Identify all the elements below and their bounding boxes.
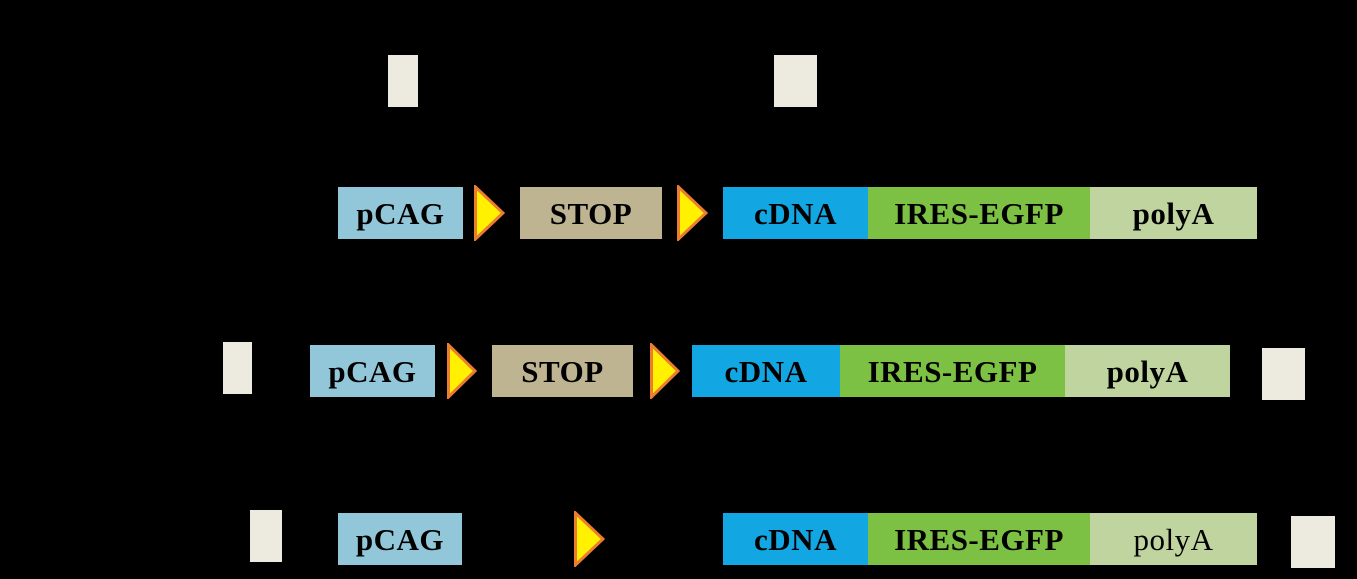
loxp-triangle-icon	[447, 343, 477, 399]
pcag-label: pCAG	[355, 521, 445, 557]
ires-egfp-box: IRES-EGFP	[840, 345, 1065, 397]
blank-marker-box	[388, 55, 418, 107]
stop-box: STOP	[520, 187, 662, 239]
blank-marker-box	[1291, 516, 1335, 568]
cdna-box: cDNA	[723, 513, 868, 565]
cdna-label: cDNA	[754, 521, 837, 557]
cdna-label: cDNA	[724, 353, 808, 389]
cdna-box: cDNA	[692, 345, 840, 397]
polya-box: polyA	[1090, 187, 1257, 239]
blank-marker-box	[774, 55, 817, 107]
cdna-box: cDNA	[723, 187, 868, 239]
loxp-triangle-icon	[474, 185, 505, 241]
ires-egfp-label: IRES-EGFP	[894, 195, 1064, 231]
polya-box: polyA	[1065, 345, 1230, 397]
loxp-triangle-icon	[677, 185, 708, 241]
polya-label: polyA	[1132, 195, 1215, 231]
blank-marker-box	[1262, 348, 1305, 400]
pcag-label: pCAG	[328, 353, 417, 389]
loxp-triangle-icon	[574, 511, 605, 567]
ires-egfp-label: IRES-EGFP	[894, 521, 1064, 557]
polya-label: polyA	[1106, 353, 1189, 389]
ires-egfp-box: IRES-EGFP	[868, 513, 1090, 565]
stop-box: STOP	[492, 345, 633, 397]
pcag-box: pCAG	[338, 187, 463, 239]
pcag-label: pCAG	[356, 195, 445, 231]
ires-egfp-label: IRES-EGFP	[867, 353, 1038, 389]
blank-marker-box	[250, 510, 282, 562]
polya-box: polyA	[1090, 513, 1257, 565]
pcag-box: pCAG	[338, 513, 462, 565]
stop-label: STOP	[549, 195, 633, 231]
ires-egfp-box: IRES-EGFP	[868, 187, 1090, 239]
pcag-box: pCAG	[310, 345, 435, 397]
cdna-label: cDNA	[754, 195, 837, 231]
blank-marker-box	[223, 342, 252, 394]
stop-label: STOP	[521, 353, 604, 389]
loxp-triangle-icon	[650, 343, 680, 399]
polya-label: polyA	[1133, 521, 1214, 557]
